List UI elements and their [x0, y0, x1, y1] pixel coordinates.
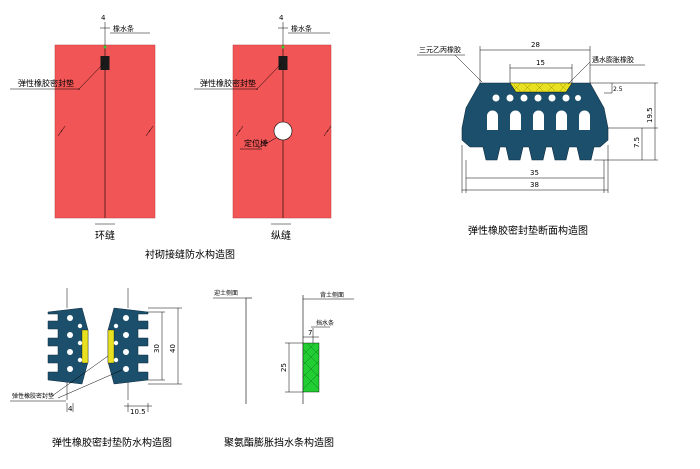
caption-gasket-detail: 弹性橡胶密封垫防水构造图 [52, 436, 172, 449]
swelling-rubber-strip [509, 82, 573, 93]
callout-water-bar: 橡水条 [113, 24, 134, 33]
caption-gasket-section: 弹性橡胶密封垫断面构造图 [468, 224, 588, 237]
label-epdm: 三元乙丙橡胶 [419, 45, 461, 54]
dim-28: 28 [531, 41, 540, 49]
label-water-bar: 挡水条 [316, 319, 334, 327]
label-swelling-rubber: 遇水膨胀橡胶 [592, 55, 634, 64]
caption-segment-joint: 衬砌接缝防水构造图 [145, 248, 235, 261]
label-ring-joint: 环缝 [95, 229, 115, 242]
dim-19-5: 19.5 [646, 107, 654, 123]
dim-10-5: 10.5 [130, 408, 146, 416]
label-outer-face: 迎土侧面 [214, 289, 238, 297]
dim-25: 25 [280, 363, 288, 372]
water-bar-strip [302, 342, 320, 393]
caption-water-bar: 聚氨酯膨胀挡水条构造图 [224, 436, 334, 449]
svg-text:弹性橡胶密封垫: 弹性橡胶密封垫 [200, 78, 256, 88]
locator-rod [273, 121, 293, 141]
dim-38: 38 [530, 181, 539, 189]
callout-gasket-detail: 弹性橡胶密封垫 [12, 392, 54, 400]
dim-35: 35 [530, 169, 539, 177]
dim-30: 30 [153, 344, 161, 353]
dim-4: 4 [101, 14, 106, 22]
svg-text:4: 4 [279, 14, 284, 22]
gasket-right [107, 307, 149, 385]
dim-40: 40 [169, 344, 177, 353]
dim-7-5: 7.5 [633, 137, 641, 148]
label-longitudinal-joint: 纵缝 [271, 229, 291, 242]
longitudinal-joint-drawing: 4 橡水条 弹性橡胶密封垫 定位棒 纵缝 [194, 14, 332, 242]
callout-locator: 定位棒 [244, 138, 268, 148]
water-bar-seal-2 [278, 56, 288, 70]
water-bar-seal [100, 56, 110, 70]
gasket-left [47, 307, 89, 385]
svg-text:橡水条: 橡水条 [291, 24, 312, 33]
callout-gasket: 弹性橡胶密封垫 [18, 78, 74, 88]
dim-4-detail: 4 [68, 405, 73, 413]
ring-joint-drawing: 4 橡水条 弹性橡胶密封垫 环缝 [10, 14, 156, 242]
dim-2-5: 2.5 [613, 86, 623, 93]
gasket-detail-drawing: 30 40 弹性橡胶密封垫 4 10.5 [10, 288, 182, 416]
gasket-section-drawing: 28 15 三元乙丙橡胶 遇水膨胀橡胶 2.5 19.5 7.5 35 38 [417, 41, 658, 193]
water-bar-drawing: 迎土侧面 背土侧面 挡水条 7 25 [213, 289, 354, 404]
label-inner-face: 背土侧面 [320, 291, 344, 299]
dim-15: 15 [536, 59, 545, 67]
dim-7: 7 [308, 329, 312, 337]
